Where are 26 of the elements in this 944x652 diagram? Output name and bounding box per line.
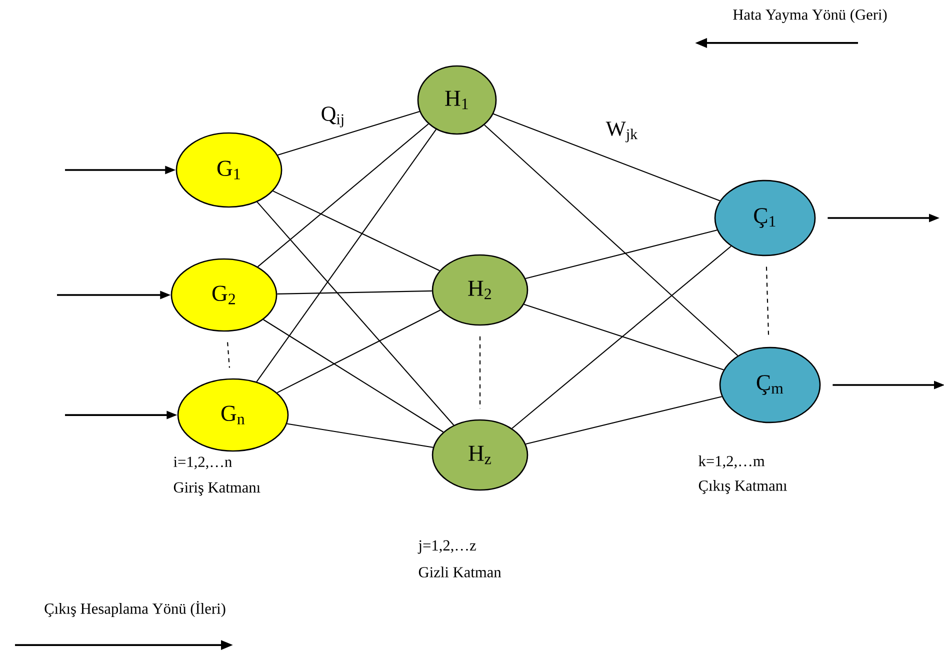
connection-line [526,396,722,444]
connection-line [512,246,732,429]
connection-line [256,129,436,382]
connection-line [525,230,718,280]
label-text: Giriş Katmanı [174,482,260,496]
label-text: Hata Yayma Yönü (Geri) [733,9,887,23]
connection-line [493,113,720,202]
connection-line [524,304,724,370]
connection-line [277,290,432,294]
connection-line [272,190,440,272]
label-text: Gizli Katman [418,566,502,578]
label-text: k=1,2,…m [698,456,765,468]
connection-line [263,319,444,432]
connection-line [286,423,434,448]
connection-line [257,124,429,268]
connection-line [484,124,738,356]
label-text: Çıkış Hesaplama Yönü (İleri) [44,601,226,617]
connection-line [256,202,454,426]
edge-label: Q$_{ij}$ [320,105,347,129]
connection-line [278,110,420,156]
dashed-line [227,342,230,368]
connection-line [276,310,440,394]
dashed-line [766,266,770,336]
edge-label: W$_{jk}$ [604,120,640,144]
label-text: Çıkış Katmanı [698,480,788,494]
label-text: j=1,2,…z [418,540,476,554]
